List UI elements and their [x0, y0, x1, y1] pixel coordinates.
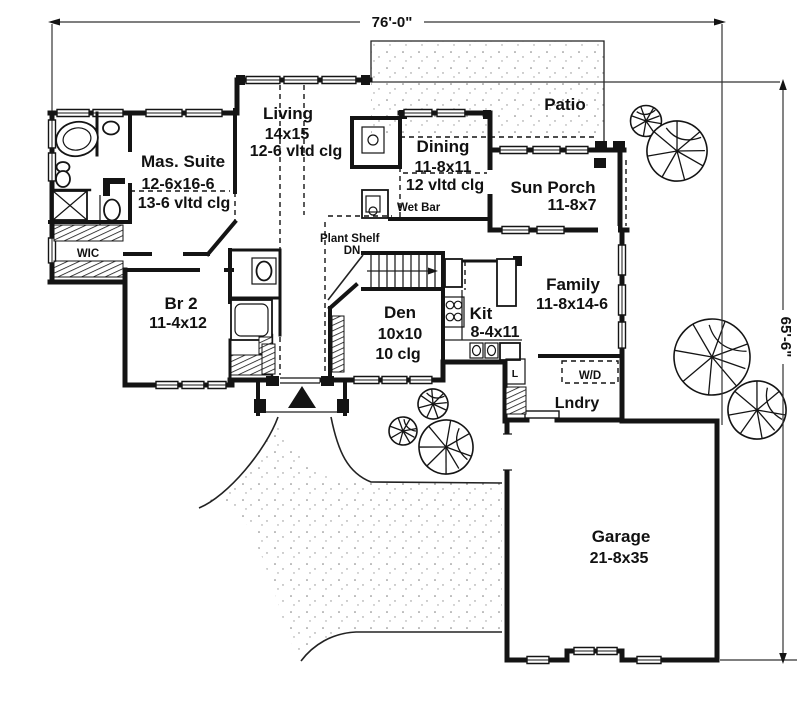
entry-arrow — [288, 386, 316, 408]
dim-arrow-top — [779, 79, 787, 90]
driveway-surface — [201, 418, 502, 660]
walkway-right-curve — [330, 416, 503, 484]
room-size-living: 14x15 — [265, 126, 310, 143]
room-size-garage: 21-8x35 — [590, 550, 649, 567]
room-label-br2: Br 2 — [164, 294, 197, 313]
vanity-sink — [103, 198, 121, 222]
stair-rail — [327, 254, 364, 301]
master-bath-fixtures — [52, 120, 125, 230]
dim-arrow-bottom — [779, 653, 787, 664]
wet-bar-fixture — [361, 189, 389, 219]
staircase — [327, 254, 438, 301]
fixtures — [52, 120, 619, 408]
width-dimension-label: 76'-0" — [372, 14, 413, 31]
tree-icon — [382, 410, 424, 452]
closet-hatching — [53, 224, 527, 415]
bathtub — [230, 299, 273, 341]
room-size-sun-porch: 11-8x7 — [548, 197, 597, 214]
tree-icon — [413, 384, 453, 424]
room-size-dining: 11-8x11 — [415, 159, 472, 176]
driveway-bottom-curve — [300, 631, 502, 662]
room-label-patio: Patio — [544, 95, 586, 114]
kitchen-fixtures — [442, 258, 522, 361]
family-builtin — [496, 258, 517, 307]
room-label-den: Den — [384, 303, 416, 322]
dim-arrow-right — [714, 18, 726, 26]
driveway-walkway — [198, 416, 503, 662]
sink — [255, 260, 273, 282]
dim-arrow-left — [48, 18, 60, 26]
room-size-br2: 11-4x12 — [149, 315, 207, 332]
room-label-wic: WIC — [77, 248, 99, 260]
bathtub — [55, 120, 99, 158]
kitchen-sink — [469, 342, 484, 359]
stair-direction-arrow — [428, 267, 438, 275]
room-ceiling-living: 12-6 vltd clg — [250, 143, 342, 160]
room-size-mas-suite: 12-6x16-6 — [142, 176, 215, 193]
fireplace — [350, 116, 402, 169]
room-label-dining: Dining — [417, 137, 470, 156]
annotation-wet-bar: Wet Bar — [397, 202, 441, 214]
dimension-lines — [48, 18, 797, 664]
annotation-plant-shelf: Plant Shelf — [320, 233, 380, 245]
annotation-stairs-down: DN — [344, 245, 361, 257]
annotation-linen: L — [512, 368, 519, 380]
height-dimension-label: 65'-6" — [777, 317, 794, 358]
bath2-fixtures — [230, 257, 277, 341]
room-ceiling-dining: 12 vltd clg — [406, 177, 484, 194]
room-ceiling-den: 10 clg — [375, 346, 420, 363]
room-label-lndry: Lndry — [555, 395, 600, 412]
room-ceiling-mas-suite: 13-6 vltd clg — [138, 195, 230, 212]
tree-icon — [415, 416, 478, 479]
fireplace-insert — [361, 126, 385, 154]
linen-closet — [505, 358, 526, 385]
walkway-left-curve — [198, 416, 279, 509]
room-size-family: 11-8x14-6 — [536, 296, 608, 313]
sink — [102, 120, 120, 136]
room-label-living: Living — [263, 104, 313, 123]
room-label-kit: Kit — [470, 304, 493, 323]
washer-dryer-outline — [561, 360, 619, 384]
room-size-kit: 8-4x11 — [471, 324, 520, 341]
range — [442, 296, 465, 328]
room-size-den: 10x10 — [378, 326, 423, 343]
refrigerator — [444, 258, 463, 288]
dishwasher — [499, 342, 521, 361]
room-label-sun-porch: Sun Porch — [510, 178, 595, 197]
ceiling-break-lines — [130, 85, 627, 375]
room-label-garage: Garage — [592, 527, 651, 546]
room-label-mas-suite: Mas. Suite — [141, 152, 225, 171]
annotation-washer-dryer: W/D — [579, 370, 601, 382]
room-label-family: Family — [546, 275, 600, 294]
labels: 76'-0" 65'-6" Patio Living 14x15 12-6 vl… — [77, 14, 794, 567]
